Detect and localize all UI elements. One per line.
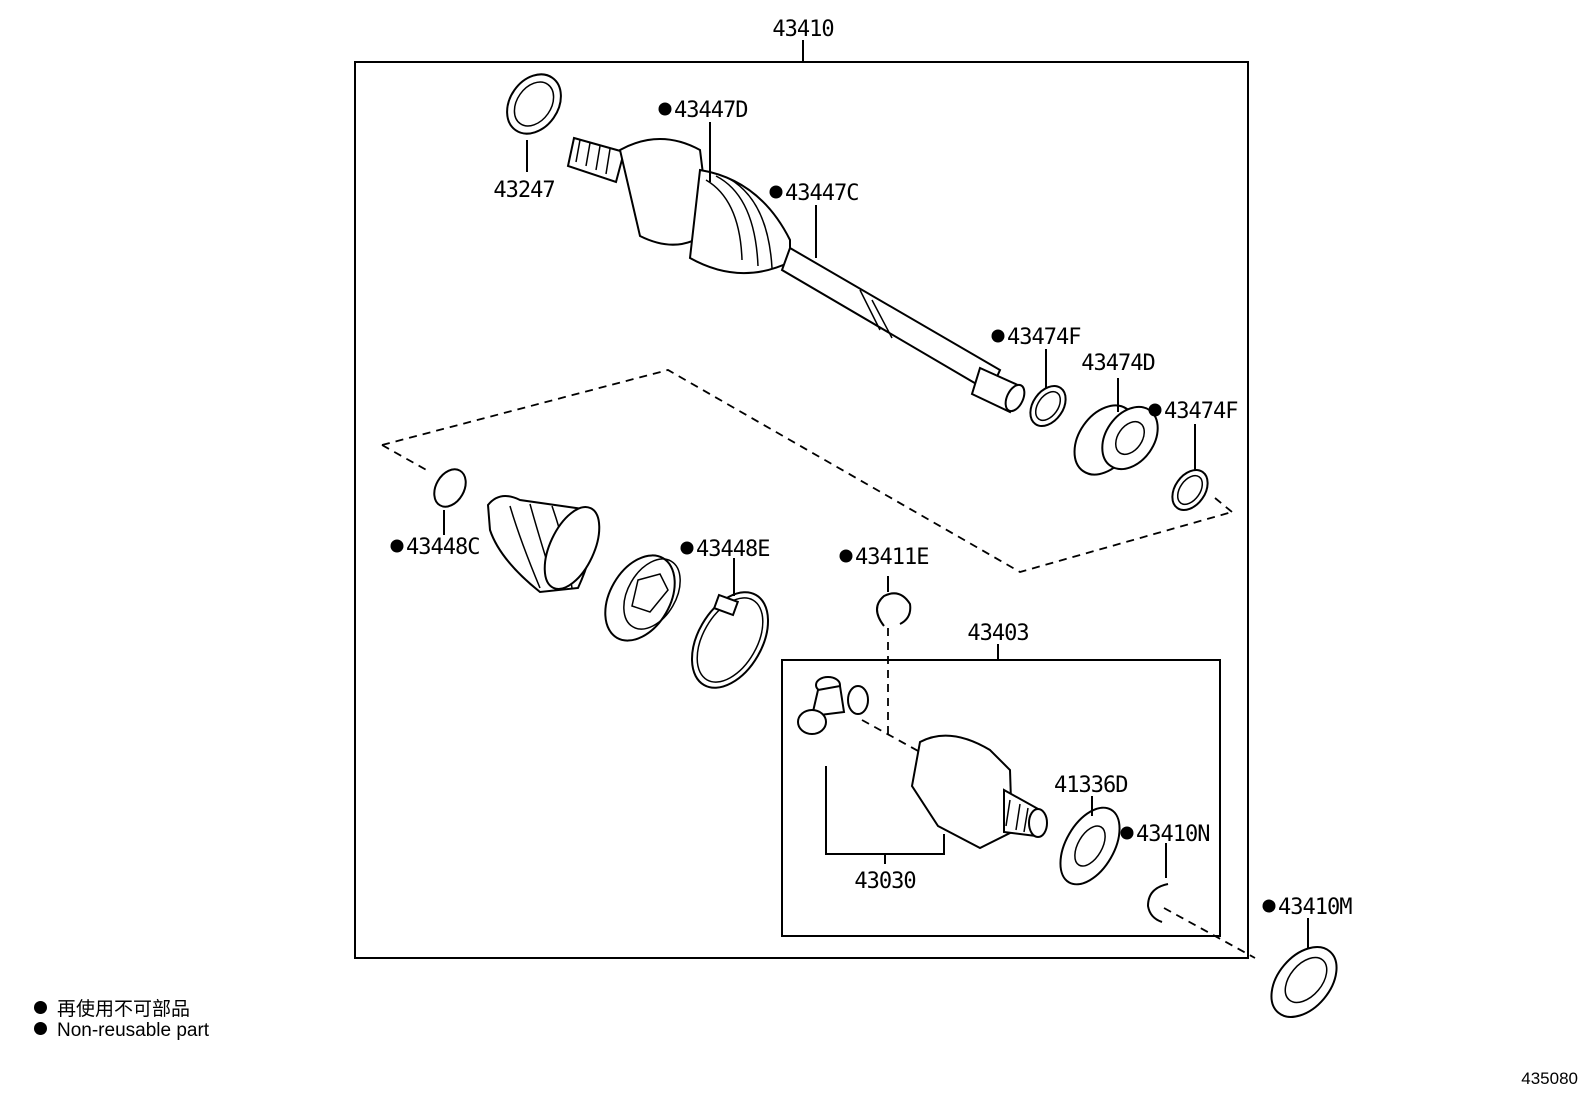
- subassembly-frame: [781, 659, 1221, 937]
- legend-jp-text: 再使用不可部品: [57, 999, 191, 1020]
- label-assembly[interactable]: 43410: [772, 17, 834, 42]
- label-43474D[interactable]: 43474D: [1081, 351, 1155, 376]
- label-43447D[interactable]: 43447D: [674, 98, 748, 123]
- part-snap-ring-43411E[interactable]: [876, 592, 912, 627]
- label-41336D[interactable]: 41336D: [1054, 773, 1128, 798]
- drive-shaft-outboard[interactable]: [566, 136, 1028, 414]
- part-ring-43474F-a[interactable]: [1023, 379, 1073, 432]
- legend-jp: 再使用不可部品: [34, 994, 190, 1021]
- legend-en: Non-reusable part: [34, 1020, 209, 1042]
- label-43410M[interactable]: 43410M: [1278, 895, 1353, 920]
- part-circlip-43410N[interactable]: [1146, 883, 1169, 923]
- bullet-icon: [34, 1001, 47, 1015]
- bullet-icon: [34, 1022, 47, 1036]
- part-clamp-43448E[interactable]: [676, 579, 783, 701]
- part-inboard-joint[interactable]: [910, 734, 1048, 850]
- label-43247[interactable]: 43247: [493, 178, 555, 203]
- boot-kit-outline: [381, 369, 1233, 573]
- part-clamp-43448C[interactable]: [428, 464, 472, 513]
- label-43410N[interactable]: 43410N: [1136, 822, 1210, 847]
- label-43474F-b[interactable]: 43474F: [1164, 399, 1238, 424]
- part-damper-43474D[interactable]: [1062, 394, 1169, 486]
- part-tripod[interactable]: [797, 676, 869, 735]
- assembly-frame: [354, 61, 1249, 959]
- part-inboard-boot[interactable]: [486, 495, 611, 597]
- part-housing[interactable]: [591, 543, 692, 653]
- diagram-code: 435080: [1521, 1069, 1578, 1088]
- label-43448E[interactable]: 43448E: [696, 537, 770, 562]
- label-43448C[interactable]: 43448C: [406, 535, 480, 560]
- part-seal-43410M[interactable]: [1258, 935, 1349, 1030]
- label-43474F-a[interactable]: 43474F: [1007, 325, 1081, 350]
- label-subassembly[interactable]: 43403: [967, 621, 1029, 646]
- label-43447C[interactable]: 43447C: [785, 181, 859, 206]
- part-ring-43474F-b[interactable]: [1165, 463, 1215, 516]
- part-ring-43247[interactable]: [496, 64, 572, 144]
- legend-en-text: Non-reusable part: [57, 1020, 210, 1041]
- label-43030[interactable]: 43030: [854, 869, 916, 894]
- part-washer-41336D[interactable]: [1048, 798, 1132, 895]
- label-43411E[interactable]: 43411E: [855, 545, 929, 570]
